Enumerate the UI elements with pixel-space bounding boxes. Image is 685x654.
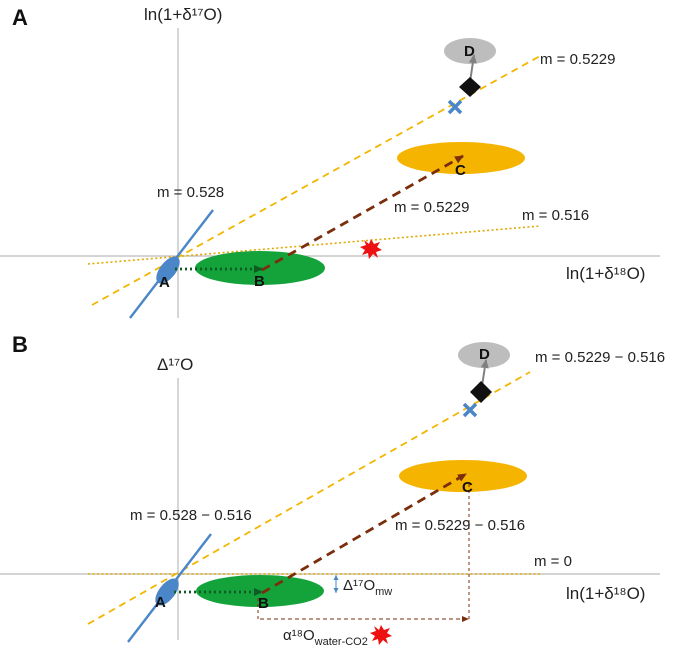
slope-dotted-label: m = 0 xyxy=(534,553,572,570)
slope-bc-label: m = 0.5229 xyxy=(394,199,469,216)
b-to-c-arrow xyxy=(261,154,464,272)
point-d-label: D xyxy=(479,346,490,363)
alpha-label: α¹⁸Owater-CO2 xyxy=(283,627,368,648)
point-b-label: B xyxy=(258,595,269,612)
star-icon xyxy=(360,239,382,259)
panel-b-letter: B xyxy=(12,332,28,357)
panel-a-letter: A xyxy=(12,5,28,30)
ellipse-d xyxy=(458,342,510,368)
slope-dotted-label: m = 0.516 xyxy=(522,207,589,224)
ellipse-a xyxy=(156,256,180,284)
point-a-label: A xyxy=(155,594,166,611)
dotted-line xyxy=(87,225,541,265)
point-c-label: C xyxy=(455,162,466,179)
x-axis-label: ln(1+δ¹⁸O) xyxy=(566,264,645,283)
point-b-label: B xyxy=(254,273,265,290)
panel-b: B Δ¹⁷O ln(1+δ¹⁸O) A xyxy=(0,332,665,648)
y-axis-label: Δ¹⁷O xyxy=(157,355,193,374)
point-c-label: C xyxy=(462,479,473,496)
x-axis-label: ln(1+δ¹⁸O) xyxy=(566,584,645,603)
slope-meteoric-label: m = 0.528 − 0.516 xyxy=(130,507,252,524)
point-d-label: D xyxy=(464,43,475,60)
slope-dashed-label: m = 0.5229 xyxy=(540,51,615,68)
diamond-icon xyxy=(470,381,492,403)
star-icon xyxy=(370,625,392,645)
slope-dashed-label: m = 0.5229 − 0.516 xyxy=(535,349,665,366)
y-axis-label: ln(1+δ¹⁷O) xyxy=(144,5,222,24)
slope-meteoric-label: m = 0.528 xyxy=(157,184,224,201)
dashed-line xyxy=(87,371,531,625)
ellipse-a xyxy=(155,578,179,606)
panel-a: A ln(1+δ¹⁷O) ln(1+δ¹⁸O) A B C D m = xyxy=(0,5,660,319)
diamond-icon xyxy=(459,77,481,97)
diamond-to-d-arrow xyxy=(480,359,489,387)
point-a-label: A xyxy=(159,274,170,291)
cross-icon xyxy=(447,99,463,115)
cross-icon xyxy=(462,402,478,418)
diamond-to-d-arrow xyxy=(468,54,477,83)
slope-bc-label: m = 0.5229 − 0.516 xyxy=(395,517,525,534)
delta-mw-label: Δ¹⁷Omw xyxy=(343,577,392,598)
b-to-c-arrow xyxy=(261,472,467,595)
ellipse-d xyxy=(444,38,496,64)
